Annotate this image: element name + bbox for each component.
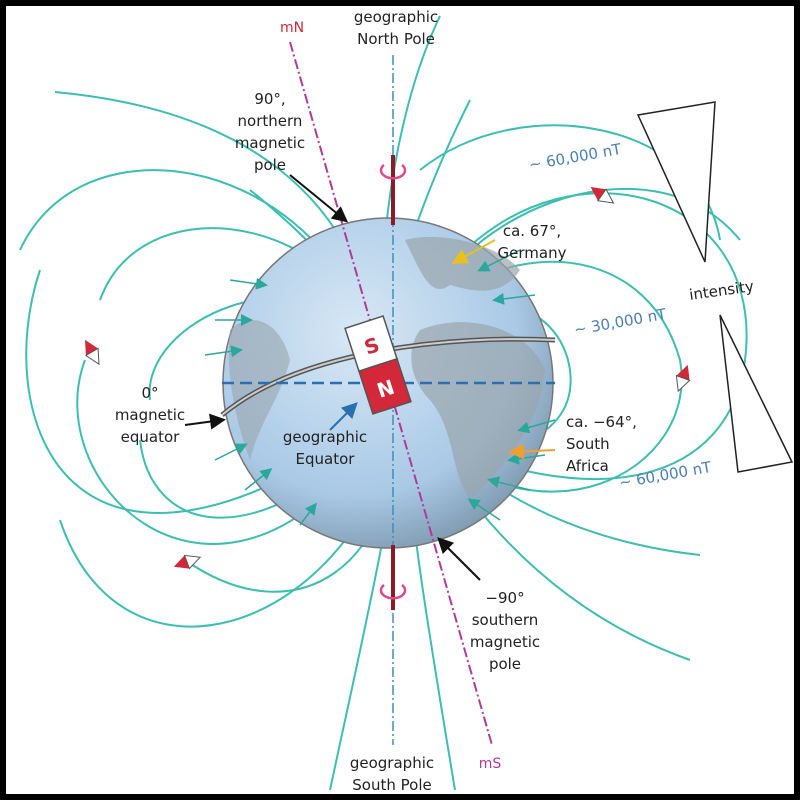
germany-label: ca. 67°,Germany bbox=[498, 222, 567, 262]
intensity-30000-label: ~ 30,000 nT bbox=[573, 305, 669, 339]
magnet-south-label: S bbox=[361, 332, 382, 359]
africa-landmass bbox=[411, 322, 545, 500]
intensity-label: intensity bbox=[688, 277, 755, 304]
mn-label: mN bbox=[280, 20, 304, 36]
bar-magnet: S N bbox=[344, 315, 412, 415]
northern-pole-pointer bbox=[289, 174, 349, 223]
north-rotation-arrow-icon bbox=[379, 164, 407, 180]
geographic-equator-pointer bbox=[329, 402, 358, 431]
south-africa-pointer bbox=[508, 443, 556, 460]
intensity-triangle-top bbox=[636, 101, 716, 263]
intensity-60000-bottom-label: ~ 60,000 nT bbox=[618, 458, 714, 492]
intensity-triangle-bottom bbox=[719, 314, 794, 473]
southern-pole-pointer bbox=[437, 537, 481, 581]
compass-needles bbox=[84, 186, 691, 570]
field-arrows bbox=[204, 249, 556, 526]
magnet-north-label: N bbox=[374, 375, 397, 403]
south-rotation-arrow-icon bbox=[379, 584, 407, 600]
germany-pointer bbox=[451, 239, 496, 264]
intensity-60000-top-label: ~ 60,000 nT bbox=[528, 140, 624, 174]
ms-label: mS bbox=[479, 756, 502, 772]
magnetic-equator-pointer bbox=[184, 413, 226, 430]
